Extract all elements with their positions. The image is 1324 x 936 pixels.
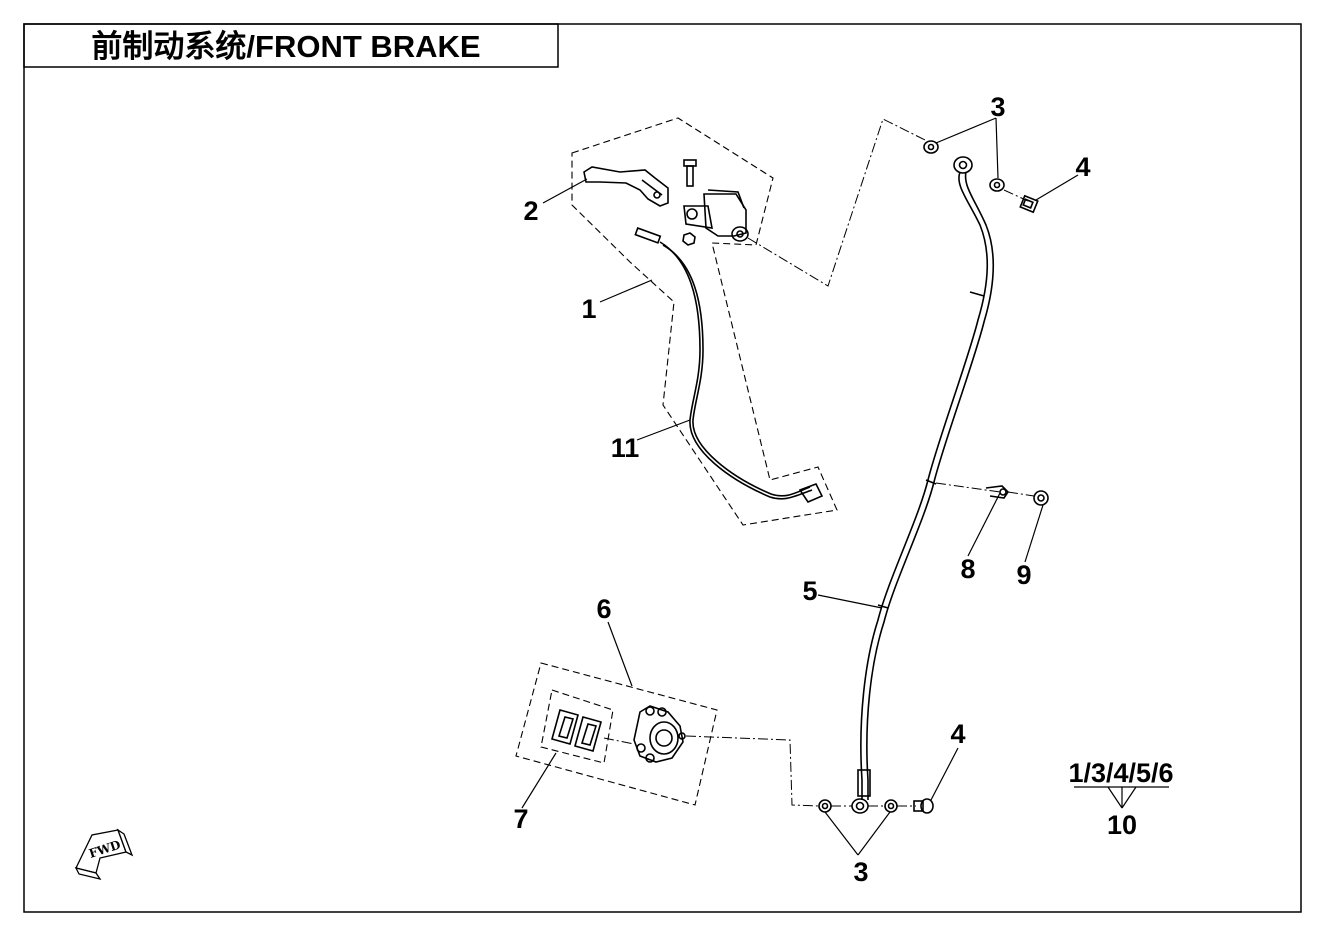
master-cylinder [683,189,749,242]
master-hose-connection-line [747,118,926,287]
fwd-arrow-icon: FWD [74,828,134,881]
brake-caliper [633,705,686,763]
callout-4-top: 4 [1075,152,1090,182]
banjo-bolt-top [1003,189,1039,214]
pad-caliper-connection-line [603,737,635,745]
banjo-bolt-bottom [913,798,934,814]
banjo-fitting-bottom [851,798,869,814]
caliper-hose-connection-line [685,735,819,807]
caliper-group-outline [515,662,718,806]
leader-10 [1074,786,1169,809]
clamp-bolt [1033,490,1049,506]
callout-10: 10 [1107,810,1137,840]
banjo-fitting-top [953,156,973,174]
leader-2 [542,178,588,204]
callout-3-top: 3 [990,92,1005,122]
page-title: 前制动系统/FRONT BRAKE [91,29,480,64]
callout-2: 2 [523,196,538,226]
callout-6: 6 [596,594,611,624]
leader-1 [599,279,653,303]
callout-4-bottom: 4 [950,719,965,749]
washer-top-1 [923,140,939,154]
bolt-connection-line [1007,491,1035,497]
leader-6 [607,621,633,687]
switch-cable [634,227,824,503]
pad-group-outline [540,689,614,764]
callout-1: 1 [581,294,596,324]
leader-11 [636,419,691,441]
title-box [23,23,559,68]
pivot-bolt [683,159,697,187]
leader-5 [817,594,883,609]
callout-5: 5 [802,576,817,606]
callout-11: 11 [611,433,640,463]
leader-4-top [1035,174,1079,201]
washer-bottom-1 [818,799,832,813]
callout-7: 7 [513,804,528,834]
callout-8: 8 [960,554,975,584]
drawing-frame [23,23,1302,913]
leader-4-bottom [930,747,959,801]
leader-7 [521,752,557,809]
leader-3-top [935,117,999,179]
callout-9: 9 [1016,560,1031,590]
leader-3-bottom [824,811,891,856]
brake-pads [551,709,602,752]
pivot-nut [682,232,696,246]
washer-top-2 [989,178,1005,192]
clamp-connection-line [935,482,1001,493]
callout-3-bottom: 3 [853,857,868,887]
washer-bottom-2 [884,799,898,813]
leader-9 [1024,504,1044,563]
leader-8 [967,492,1001,557]
brake-hose [857,171,995,800]
brake-lever [583,166,669,207]
kit-label: 1/3/4/5/6 [1068,758,1173,788]
master-cylinder-group-outline [571,117,838,526]
